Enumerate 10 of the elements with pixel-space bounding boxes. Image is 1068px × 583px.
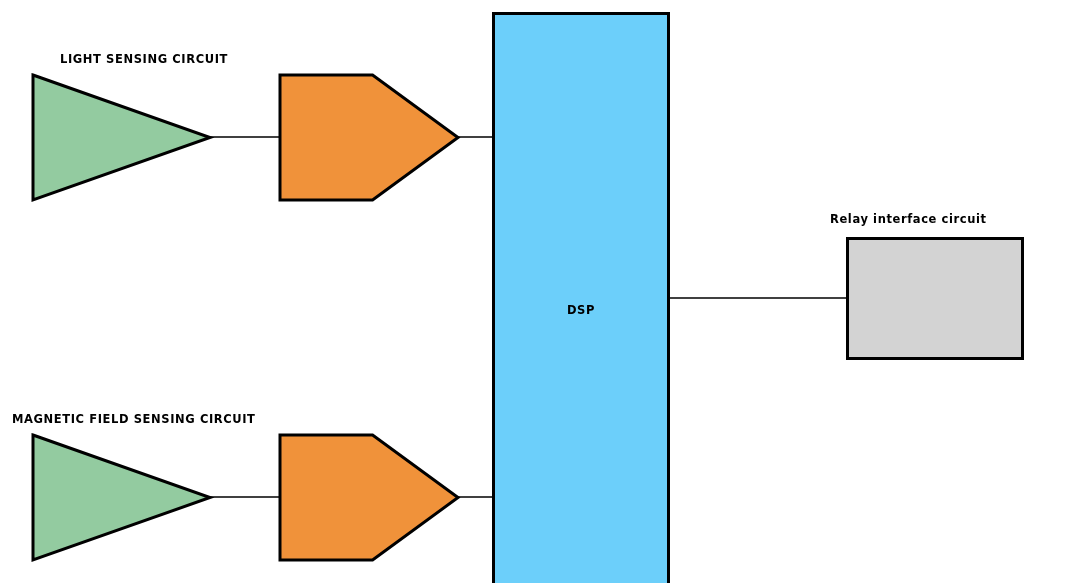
connector-line <box>457 496 493 498</box>
block-label: DSP <box>565 303 597 317</box>
circuit-heading: MAGNETIC FIELD SENSING CIRCUIT <box>12 412 256 426</box>
connector-line <box>209 496 281 498</box>
connector-line <box>669 297 847 299</box>
connector-line <box>457 136 493 138</box>
connector-line <box>209 136 281 138</box>
processor-block <box>492 12 670 583</box>
block-heading: Relay interface circuit <box>830 212 987 226</box>
circuit-heading: LIGHT SENSING CIRCUIT <box>60 52 228 66</box>
